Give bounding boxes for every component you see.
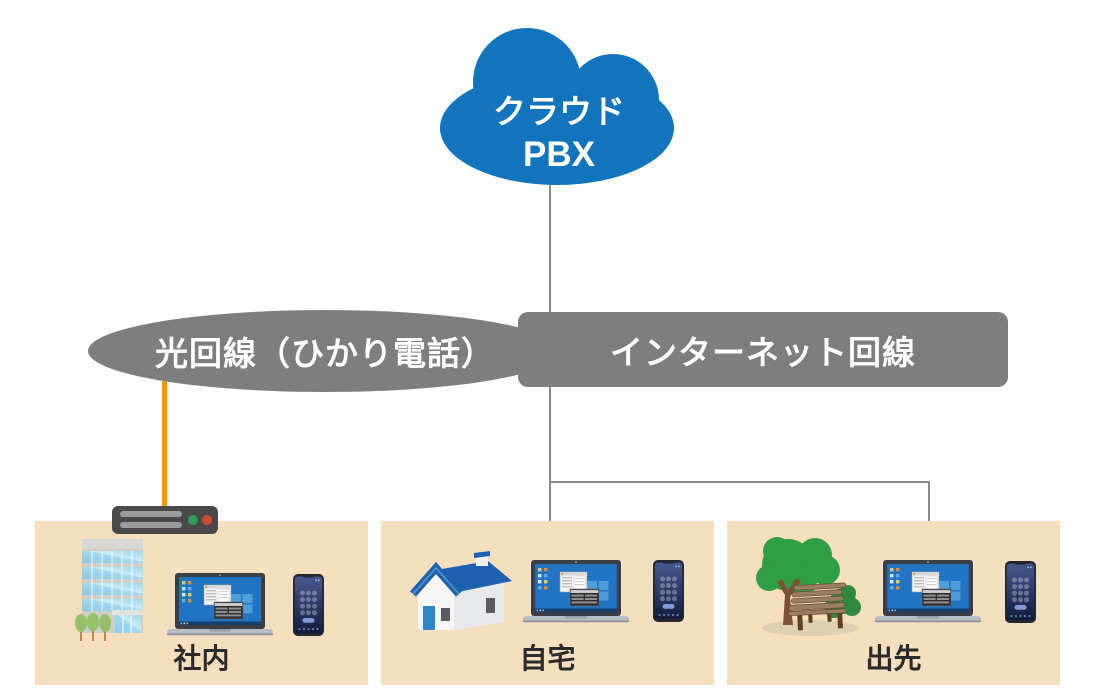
smartphone-icon: [1005, 561, 1036, 623]
location-label-home: 自宅: [519, 643, 576, 674]
location-box-home: 自宅: [381, 521, 714, 685]
fiber-line-label: 光回線（ひかり電話）: [88, 310, 562, 392]
router-status-led-green: [188, 515, 198, 525]
laptop-icon: [167, 573, 273, 637]
connector-branch-to-outside: [928, 481, 930, 522]
smartphone-icon: [653, 560, 684, 622]
cloud-label-line1: クラウド: [493, 93, 625, 130]
cloud-pbx-icon: クラウド PBX: [440, 28, 674, 185]
office-building-icon: [73, 539, 145, 643]
location-label-office: 社内: [173, 643, 230, 674]
location-label-outside: 出先: [865, 643, 922, 674]
router-status-led-red: [202, 515, 212, 525]
location-box-outside: 出先: [727, 521, 1060, 685]
connector-internet-to-home: [549, 386, 551, 522]
house-icon: [410, 548, 512, 634]
location-box-office: 社内: [35, 521, 368, 685]
connector-branch-horizontal: [550, 481, 930, 483]
internet-line-label-text: インターネット回線: [610, 333, 916, 371]
fiber-line-label-text: 光回線（ひかり電話）: [155, 335, 495, 372]
internet-line-label: インターネット回線: [518, 312, 1008, 387]
laptop-icon: [523, 560, 629, 624]
smartphone-icon: [293, 574, 324, 636]
connector-fiber-to-router: [162, 381, 167, 509]
tree-bench-icon: [755, 535, 867, 638]
cloud-label-line2: PBX: [523, 135, 596, 174]
connector-cloud-to-internet: [549, 185, 551, 313]
laptop-icon: [875, 560, 981, 624]
router-icon: [112, 506, 218, 534]
